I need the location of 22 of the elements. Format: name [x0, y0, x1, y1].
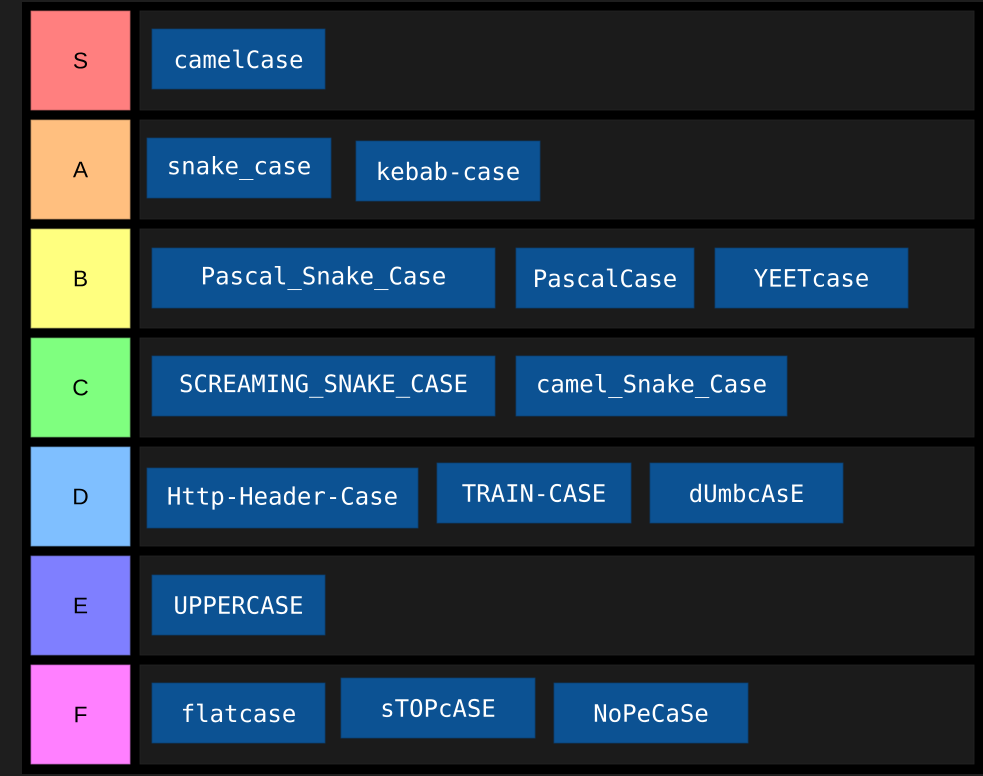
- item-tile: snake_case: [146, 138, 332, 198]
- tier-label: F: [30, 664, 130, 764]
- item-tile: PascalCase: [516, 248, 694, 308]
- item-tile: camelCase: [152, 28, 326, 90]
- tier-label: C: [30, 338, 130, 438]
- tier-label: S: [30, 10, 130, 110]
- item-tile: dUmbcAsE: [650, 462, 844, 524]
- item-tile: kebab-case: [356, 140, 540, 202]
- item-tile: SCREAMING_SNAKE_CASE: [152, 356, 496, 416]
- item-tile: Pascal_Snake_Case: [152, 248, 496, 308]
- item-tile: YEETcase: [714, 248, 908, 308]
- tier-label: D: [30, 446, 130, 546]
- item-tile: UPPERCASE: [152, 574, 326, 636]
- item-tile: Http-Header-Case: [146, 468, 418, 528]
- item-tile: sTOPcASE: [340, 678, 536, 738]
- tier-label: A: [30, 120, 130, 220]
- item-tile: flatcase: [152, 682, 326, 744]
- tier-label: B: [30, 228, 130, 328]
- item-tile: TRAIN-CASE: [436, 462, 632, 524]
- tier-label: E: [30, 556, 130, 656]
- item-tile: camel_Snake_Case: [516, 356, 788, 416]
- item-tile: NoPeCaSe: [554, 682, 748, 744]
